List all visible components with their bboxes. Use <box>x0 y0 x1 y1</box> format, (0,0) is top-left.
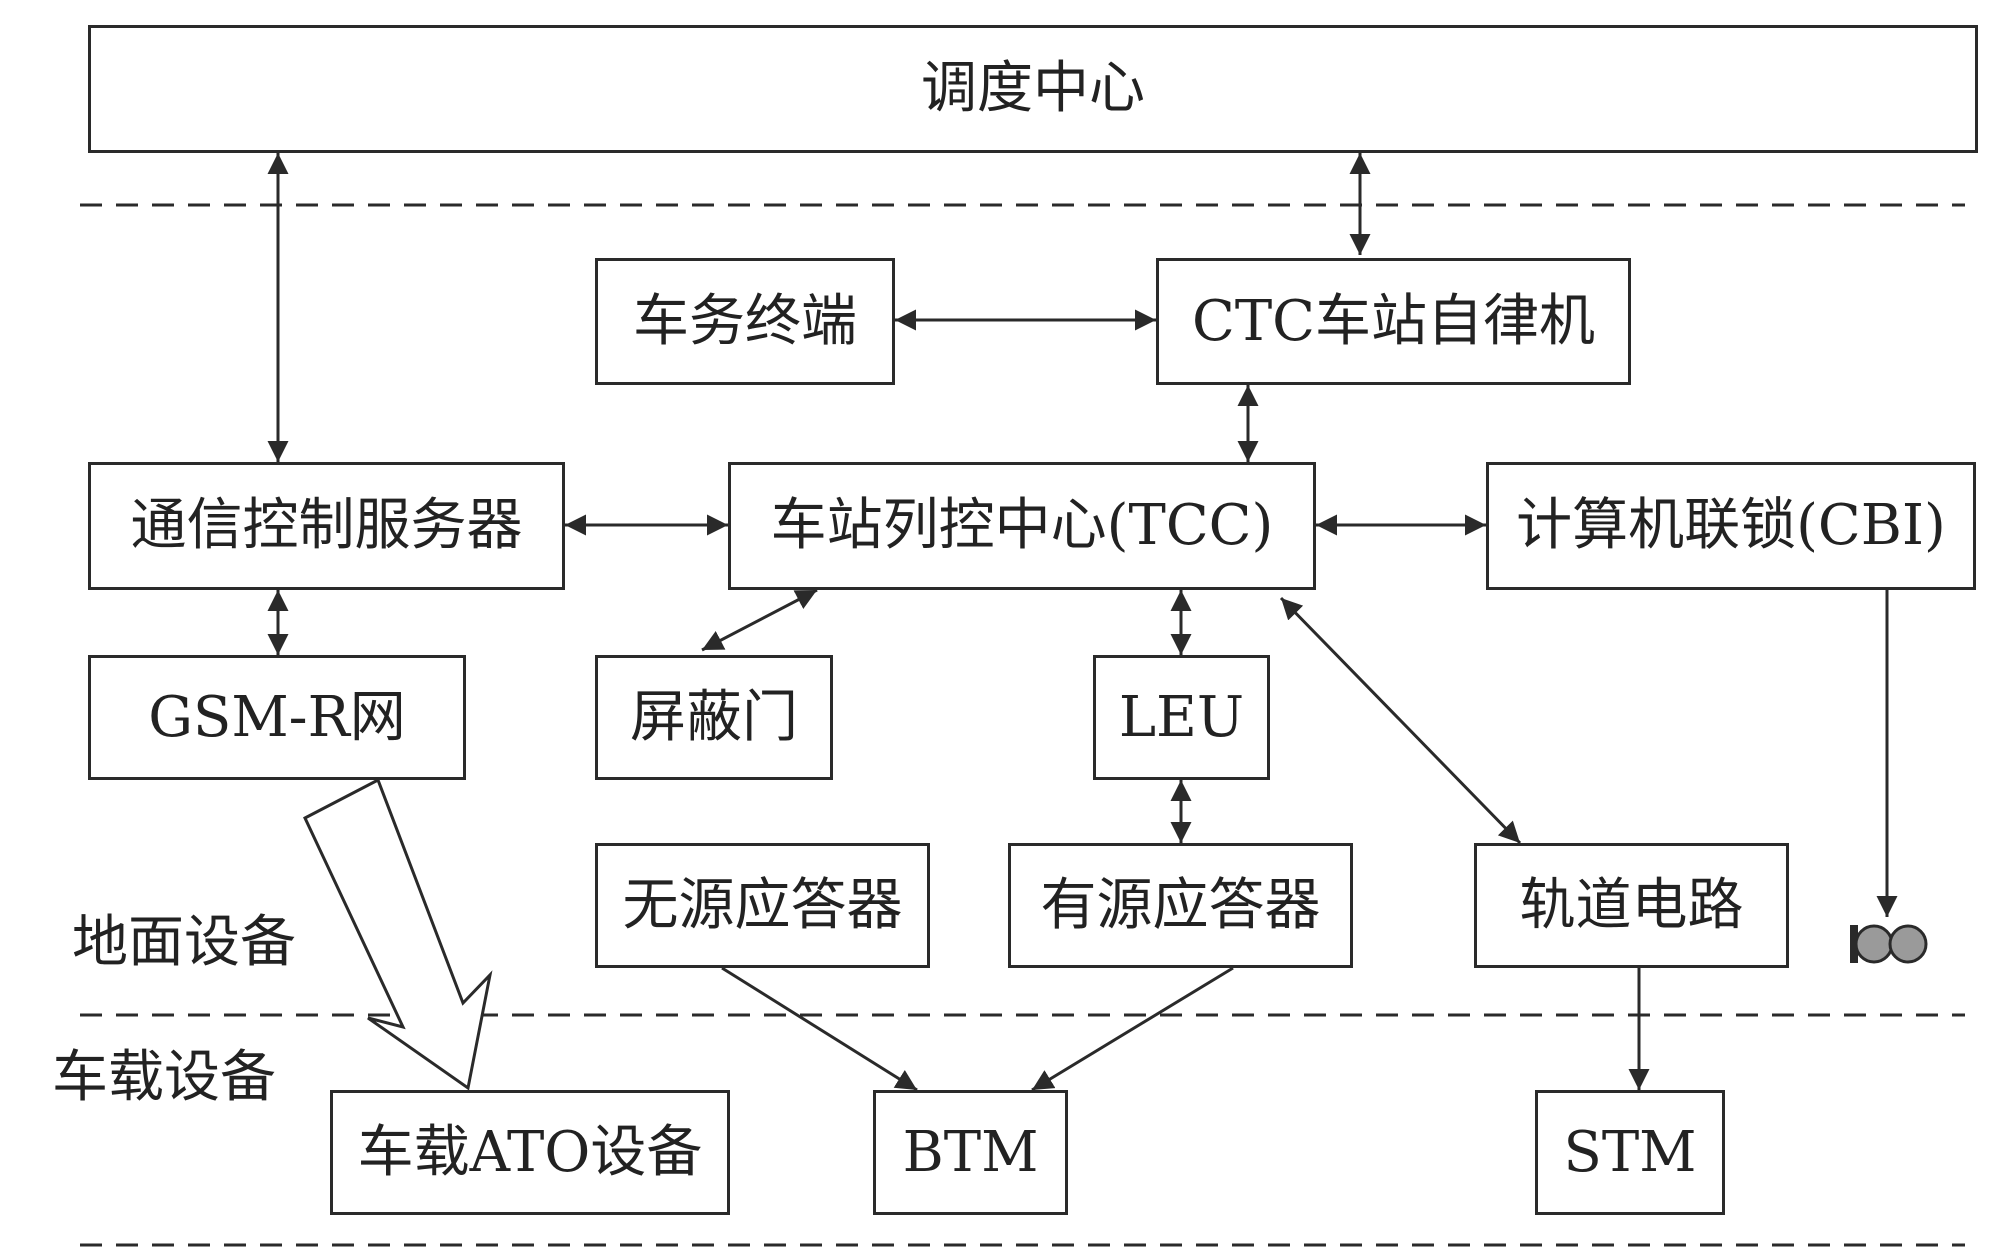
gsmr-box: GSM-R网 <box>88 655 466 780</box>
duty-terminal-box: 车务终端 <box>595 258 895 385</box>
active-balise-box: 有源应答器 <box>1008 843 1353 968</box>
leu-box: LEU <box>1093 655 1270 780</box>
arrow-tcc-track-circuit <box>1279 596 1522 845</box>
ground-equipment-label: 地面设备 <box>72 910 296 975</box>
comm-server-box: 通信控制服务器 <box>88 462 565 590</box>
cbi-box: 计算机联锁(CBI) <box>1486 462 1976 590</box>
arrow-tcc-screen-door <box>701 588 818 652</box>
arrow-passive-btm <box>721 966 918 1092</box>
ctc-autonomous-box: CTC车站自律机 <box>1156 258 1631 385</box>
stm-box: STM <box>1535 1090 1725 1215</box>
ato-box: 车载ATO设备 <box>330 1090 730 1215</box>
dashed-separators <box>80 203 1965 1247</box>
arrows <box>267 153 1898 1092</box>
track-circuit-box: 轨道电路 <box>1474 843 1789 968</box>
btm-box: BTM <box>873 1090 1068 1215</box>
dispatch-center-box: 调度中心 <box>88 25 1978 153</box>
tcc-box: 车站列控中心(TCC) <box>728 462 1316 590</box>
signal-light-icon <box>1850 924 1928 964</box>
passive-balise-box: 无源应答器 <box>595 843 930 968</box>
arrow-active-btm <box>1031 966 1234 1092</box>
screen-door-box: 屏蔽门 <box>595 655 833 780</box>
wireless-link-arrow <box>303 777 493 1091</box>
onboard-equipment-label: 车载设备 <box>52 1045 276 1110</box>
